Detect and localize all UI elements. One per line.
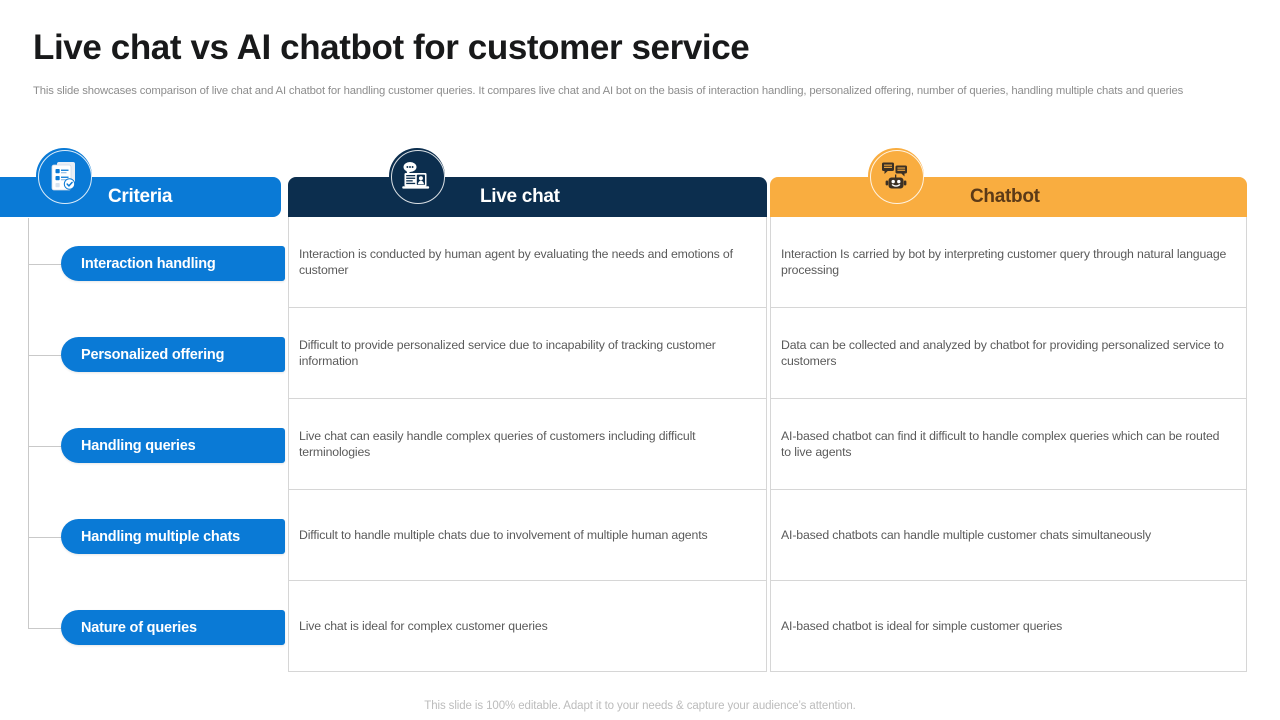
criteria-pill-label: Personalized offering xyxy=(81,346,225,363)
table-cell: AI-based chatbot is ideal for simple cus… xyxy=(771,581,1246,672)
cell-text: Interaction Is carried by bot by interpr… xyxy=(781,246,1227,278)
table-cell: Interaction is conducted by human agent … xyxy=(289,217,766,308)
cell-text: Live chat can easily handle complex quer… xyxy=(299,428,696,460)
criteria-rail xyxy=(28,218,29,628)
cell-text: Data can be collected and analyzed by ch… xyxy=(781,337,1224,369)
header-live-chat: Live chat xyxy=(288,177,767,217)
table-cell: Difficult to handle multiple chats due t… xyxy=(289,490,766,581)
table-cell: Data can be collected and analyzed by ch… xyxy=(771,308,1246,399)
cell-text: Live chat is ideal for complex customer … xyxy=(299,619,548,634)
robot-chat-icon xyxy=(868,148,924,204)
rail-stub xyxy=(28,446,62,447)
table-cell: AI-based chatbot can find it difficult t… xyxy=(771,399,1246,490)
rail-stub xyxy=(28,355,62,356)
table-cell: AI-based chatbots can handle multiple cu… xyxy=(771,490,1246,581)
rail-stub xyxy=(28,264,62,265)
table-cell: Live chat is ideal for complex customer … xyxy=(289,581,766,672)
criteria-pill-nature-of-queries[interactable]: Nature of queries xyxy=(61,610,285,645)
cell-text: Difficult to provide personalized servic… xyxy=(299,337,716,369)
header-chatbot-label: Chatbot xyxy=(970,186,1040,207)
column-chatbot: Interaction Is carried by bot by interpr… xyxy=(770,217,1247,672)
column-live-chat: Interaction is conducted by human agent … xyxy=(288,217,767,672)
page-title: Live chat vs AI chatbot for customer ser… xyxy=(33,28,750,67)
criteria-pill-handling-multiple-chats[interactable]: Handling multiple chats xyxy=(61,519,285,554)
criteria-pill-handling-queries[interactable]: Handling queries xyxy=(61,428,285,463)
criteria-pill-label: Handling queries xyxy=(81,437,196,454)
header-criteria-label: Criteria xyxy=(108,186,173,207)
cell-text: Difficult to handle multiple chats due t… xyxy=(299,527,708,542)
criteria-pill-interaction-handling[interactable]: Interaction handling xyxy=(61,246,285,281)
table-cell: Difficult to provide personalized servic… xyxy=(289,308,766,399)
page-subtitle: This slide showcases comparison of live … xyxy=(33,85,1184,97)
table-cell: Live chat can easily handle complex quer… xyxy=(289,399,766,490)
table-cell: Interaction Is carried by bot by interpr… xyxy=(771,217,1246,308)
cell-text: AI-based chatbot is ideal for simple cus… xyxy=(781,619,1063,634)
cell-text: AI-based chatbots can handle multiple cu… xyxy=(781,527,1151,542)
criteria-pill-label: Interaction handling xyxy=(81,255,216,272)
criteria-pill-personalized-offering[interactable]: Personalized offering xyxy=(61,337,285,372)
cell-text: Interaction is conducted by human agent … xyxy=(299,246,733,278)
rail-stub xyxy=(28,537,62,538)
cell-text: AI-based chatbot can find it difficult t… xyxy=(781,428,1220,460)
laptop-chat-icon xyxy=(389,148,445,204)
header-live-chat-label: Live chat xyxy=(480,186,560,207)
header-chatbot: Chatbot xyxy=(770,177,1247,217)
criteria-pill-label: Nature of queries xyxy=(81,619,197,636)
criteria-pill-label: Handling multiple chats xyxy=(81,528,240,545)
checklist-document-icon xyxy=(36,148,92,204)
slide-footer-note: This slide is 100% editable. Adapt it to… xyxy=(424,700,856,712)
rail-stub xyxy=(28,628,62,629)
